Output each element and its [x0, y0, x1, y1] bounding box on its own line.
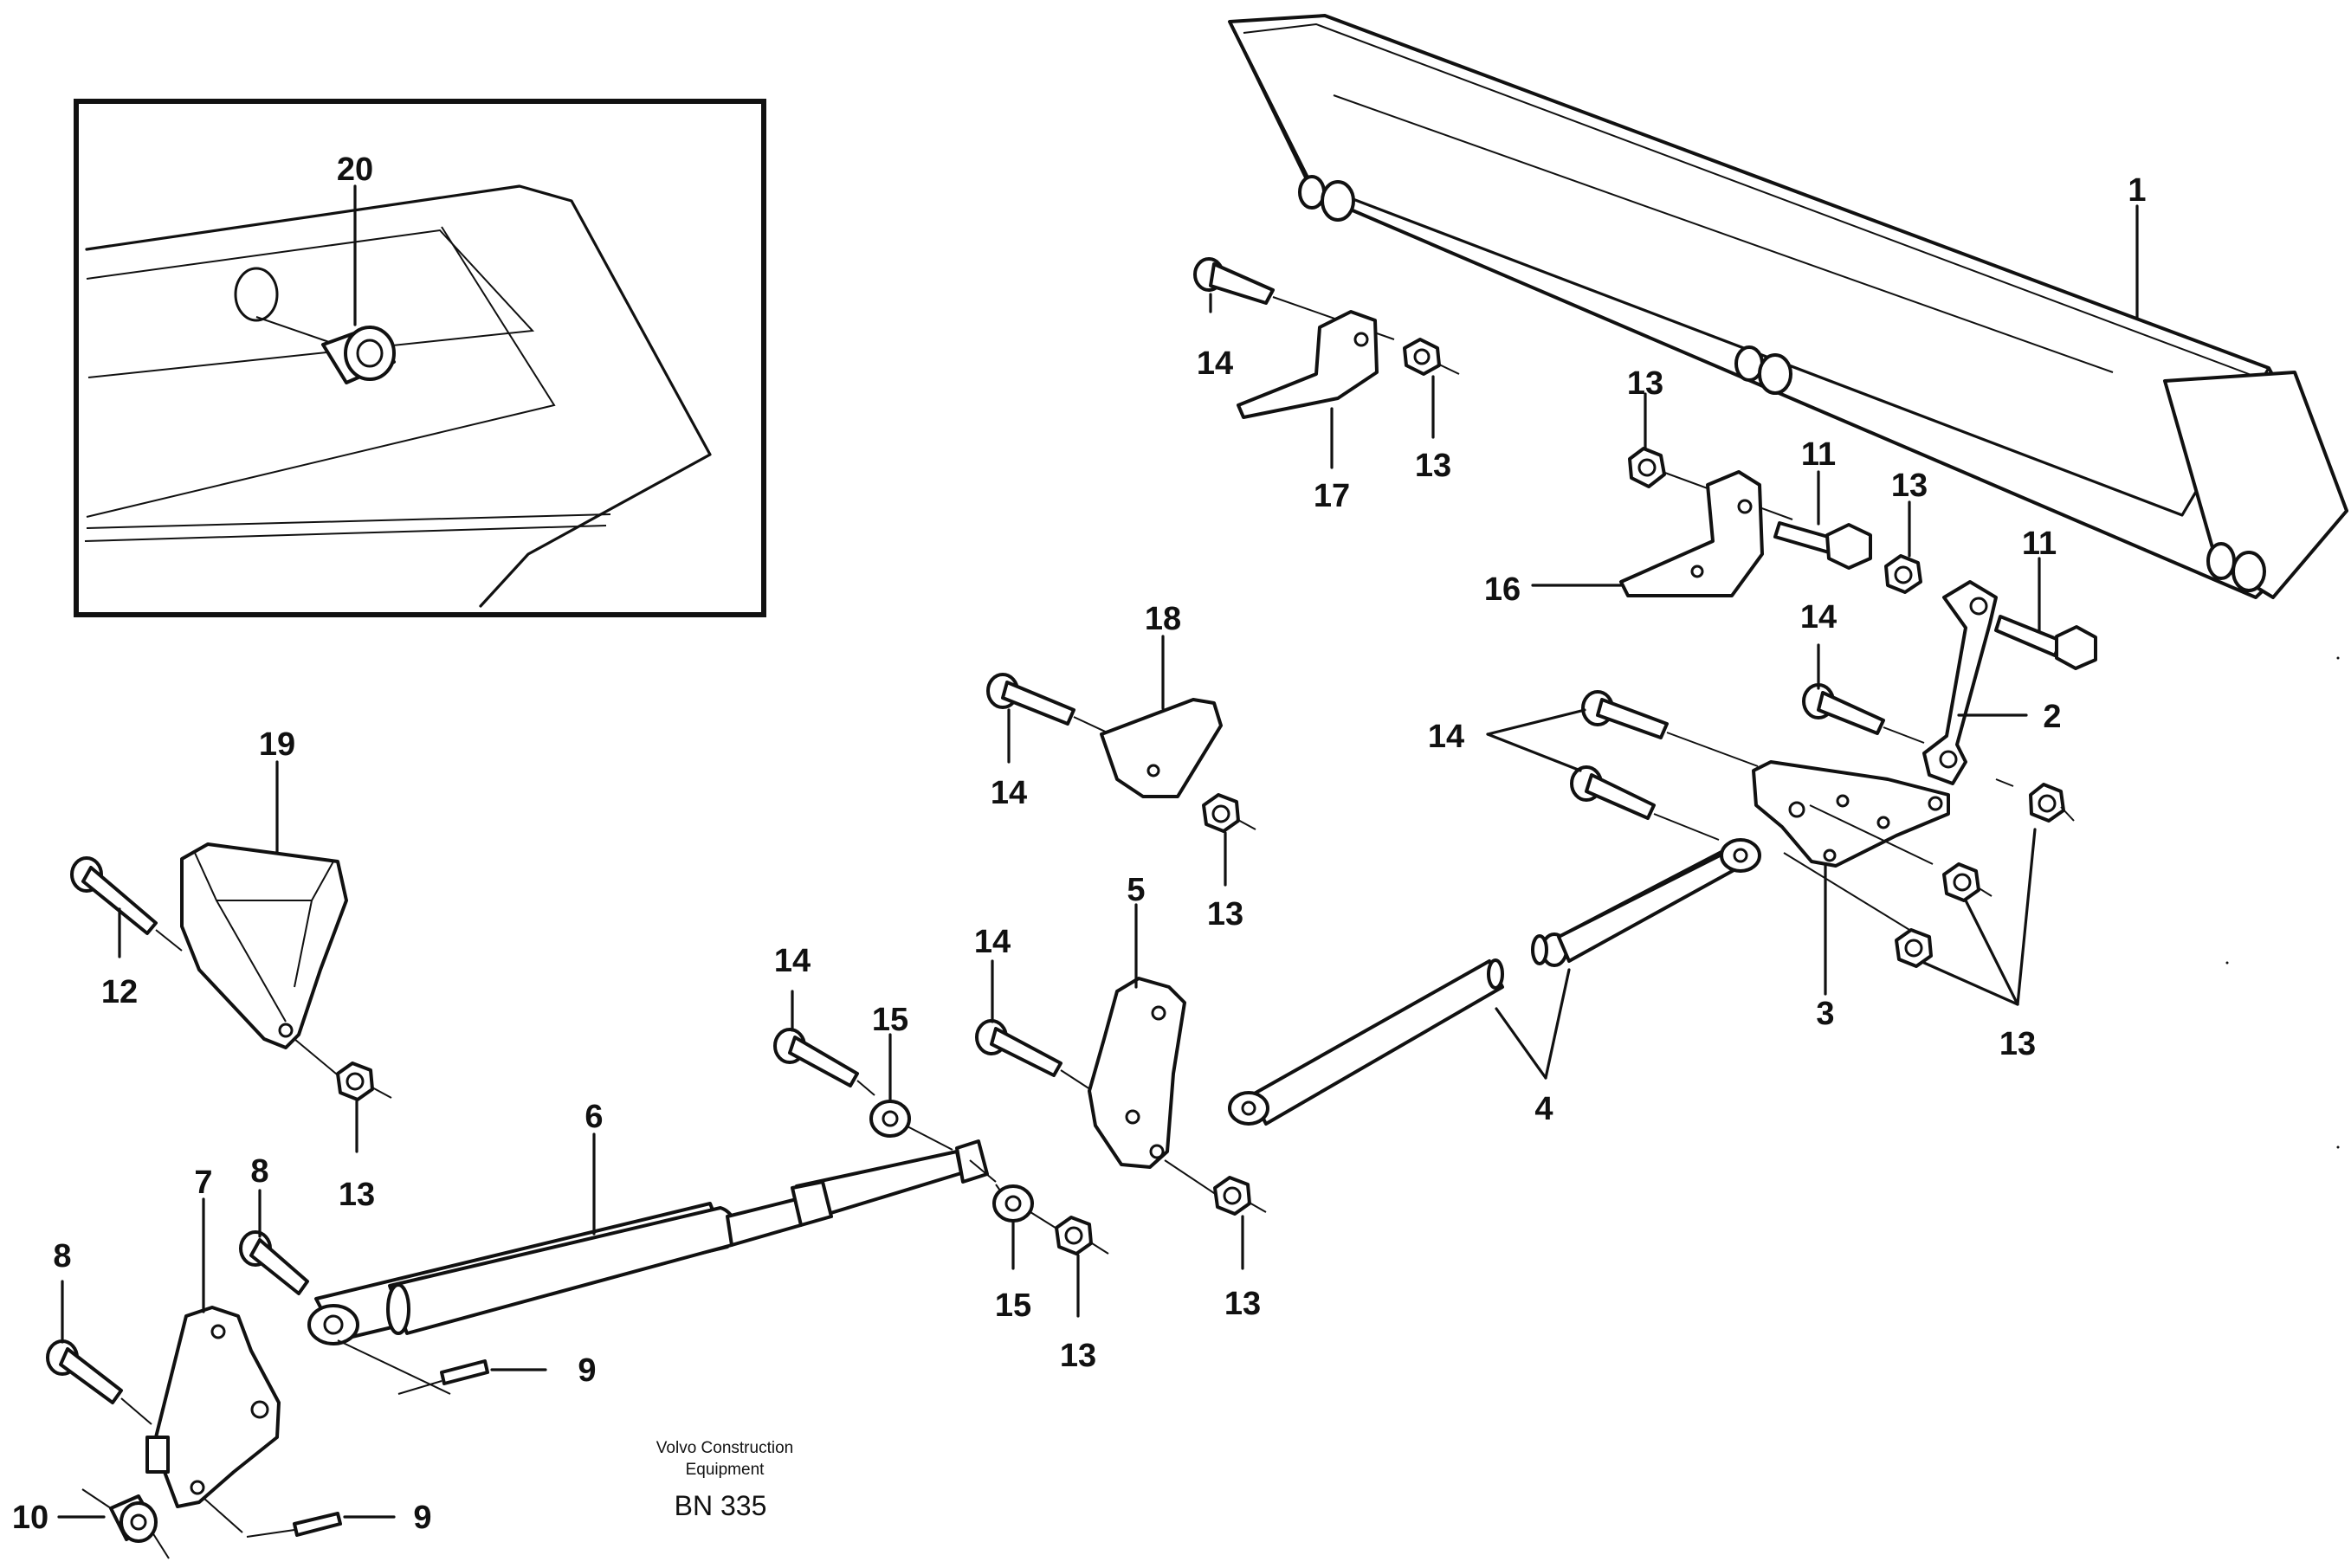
callout-11-b: 11: [2022, 526, 2057, 562]
callout-13-d: 13: [1999, 1026, 2036, 1062]
callout-19: 19: [259, 726, 295, 763]
callout-20: 20: [337, 152, 373, 188]
nut-13: [1202, 793, 1240, 833]
nut-13: [1055, 1216, 1093, 1255]
beam-1: 1: [1228, 14, 2348, 599]
nut-13: [1942, 862, 1980, 902]
callout-14-a: 14: [1197, 345, 1233, 382]
nut-13: [1213, 1176, 1251, 1216]
bracket-17-group: 14 17 13: [1193, 257, 1460, 514]
callout-9-b: 9: [413, 1500, 431, 1536]
link-7-group: 8 7 10 9: [12, 1165, 432, 1559]
bolt-14: [773, 1028, 859, 1087]
bolt-14: [1193, 257, 1275, 305]
callout-13-a: 13: [1415, 448, 1451, 484]
washer-15: [869, 1100, 911, 1138]
bolt-14: [986, 673, 1075, 726]
bushing-20: [321, 326, 396, 384]
callout-14-f: 14: [774, 943, 811, 979]
callout-10: 10: [12, 1500, 48, 1536]
callout-1: 1: [2128, 172, 2146, 209]
callout-13-f: 13: [339, 1177, 375, 1213]
callout-9-a: 9: [578, 1352, 596, 1389]
callout-2: 2: [2043, 699, 2061, 735]
rod-4-group: 4: [1228, 838, 1761, 1127]
callout-11-a: 11: [1801, 436, 1836, 473]
callout-15-b: 15: [995, 1287, 1031, 1324]
callout-14-b: 14: [1800, 599, 1837, 636]
caption-code: BN 335: [675, 1490, 767, 1521]
bolt-8: [46, 1339, 123, 1404]
cylinder-6-group: 6 14 15 15 13: [307, 943, 1109, 1395]
washer-15: [992, 1184, 1034, 1223]
bolt-11: [1773, 521, 1872, 570]
callout-6: 6: [585, 1099, 603, 1135]
nut-13: [2029, 783, 2065, 823]
caption-line-2: Equipment: [686, 1461, 765, 1479]
caption: Volvo Construction Equipment BN 335: [656, 1439, 793, 1521]
callout-14-e: 14: [974, 924, 1011, 960]
bolt-14: [1581, 690, 1669, 739]
bolt-12: [70, 856, 158, 935]
callout-13-c: 13: [1891, 468, 1928, 504]
callout-15-a: 15: [872, 1002, 908, 1038]
caption-line-1: Volvo Construction: [656, 1439, 793, 1457]
callout-16: 16: [1484, 571, 1521, 608]
nut-13: [1403, 338, 1441, 376]
callout-13-b: 13: [1627, 365, 1663, 402]
bolt-8-upper-group: 8 9: [239, 1153, 597, 1395]
callout-14-d: 14: [991, 775, 1027, 811]
bolt-14: [1802, 683, 1885, 735]
callout-5: 5: [1127, 872, 1145, 908]
bushing-10: [109, 1494, 158, 1543]
callout-12: 12: [101, 974, 138, 1010]
nut-13: [1628, 447, 1666, 488]
callout-4: 4: [1534, 1091, 1553, 1127]
callout-7: 7: [194, 1165, 212, 1201]
link-2-group: 13 11 14 2: [1800, 468, 2097, 785]
plate-3-group: 14 3 13: [1428, 690, 2075, 1062]
callout-8-a: 8: [250, 1153, 268, 1190]
pin-9: [440, 1359, 489, 1385]
callout-3: 3: [1816, 996, 1834, 1032]
bolt-14: [1570, 765, 1656, 820]
bolt-14: [975, 1019, 1062, 1077]
callout-13-h: 13: [1060, 1338, 1096, 1374]
callout-8-b: 8: [53, 1238, 71, 1274]
callout-13-e: 13: [1207, 896, 1243, 932]
bracket-16-group: 13 11 16: [1484, 365, 1872, 608]
callout-17: 17: [1314, 478, 1350, 514]
callout-18: 18: [1145, 601, 1181, 637]
bolt-8: [239, 1230, 309, 1295]
callout-13-g: 13: [1224, 1286, 1261, 1322]
nut-13: [1884, 554, 1922, 594]
pin-9: [293, 1512, 342, 1537]
nut-13: [1895, 928, 1933, 968]
nut-13: [336, 1061, 374, 1101]
bracket-18-group: 18 14 13: [986, 601, 1256, 932]
bolt-11: [1994, 615, 2097, 670]
detail-inset: 20: [74, 99, 766, 617]
bracket-19-group: 19 12 13: [70, 726, 392, 1213]
callout-14-c: 14: [1428, 719, 1464, 755]
link-5-group: 5 14 13: [974, 872, 1267, 1322]
